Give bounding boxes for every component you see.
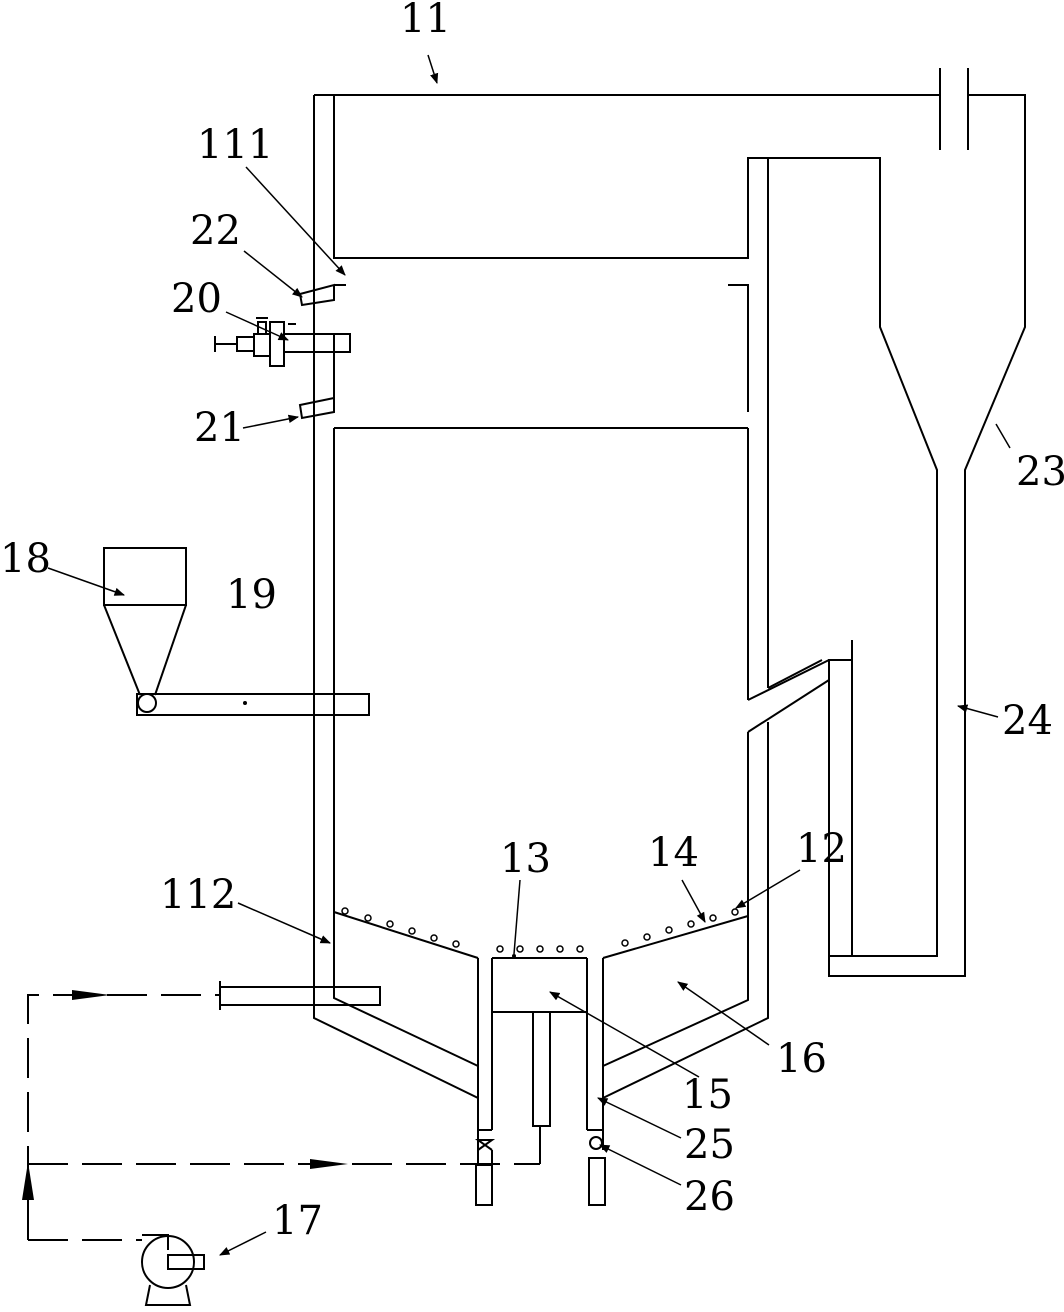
screw-feeder bbox=[136, 693, 370, 716]
label-18: 18 bbox=[0, 536, 51, 582]
label-16: 16 bbox=[776, 1036, 827, 1082]
label-14: 14 bbox=[648, 830, 699, 876]
blower bbox=[141, 1234, 205, 1306]
feed-hopper bbox=[103, 547, 187, 713]
leader-lines bbox=[47, 54, 1011, 1256]
cyclone bbox=[747, 659, 853, 956]
label-26: 26 bbox=[684, 1174, 735, 1220]
central-chamber bbox=[492, 1011, 587, 1164]
left-discharge bbox=[474, 1129, 496, 1206]
right-discharge bbox=[587, 1129, 606, 1206]
flow-arrows bbox=[22, 990, 348, 1200]
label-21: 21 bbox=[194, 405, 245, 451]
inner-baffle bbox=[334, 284, 748, 429]
label-17: 17 bbox=[272, 1198, 323, 1244]
label-25: 25 bbox=[684, 1122, 735, 1168]
label-111: 111 bbox=[197, 122, 273, 168]
reactor-vessel bbox=[313, 94, 938, 1150]
label-13: 13 bbox=[500, 836, 551, 882]
label-12: 12 bbox=[796, 826, 847, 872]
label-20: 20 bbox=[171, 276, 222, 322]
label-24: 24 bbox=[1002, 698, 1053, 744]
leader-13 bbox=[513, 879, 521, 955]
callout-labels: 11 111 22 20 21 18 19 23 24 13 14 12 112… bbox=[0, 0, 1064, 1244]
burner-gun bbox=[214, 317, 351, 367]
nozzle-22 bbox=[298, 283, 335, 307]
recycle-lines bbox=[27, 994, 540, 1241]
top-duct bbox=[334, 68, 1026, 977]
air-inlet-pipe bbox=[219, 981, 381, 1010]
label-15: 15 bbox=[682, 1072, 733, 1118]
label-112: 112 bbox=[160, 872, 236, 918]
label-19: 19 bbox=[226, 572, 277, 618]
label-23: 23 bbox=[1016, 449, 1064, 495]
leader-dots bbox=[243, 701, 516, 958]
nozzle-21 bbox=[298, 396, 335, 420]
label-22: 22 bbox=[190, 208, 241, 254]
distributor-plate bbox=[333, 911, 749, 1130]
label-11: 11 bbox=[400, 0, 451, 42]
nozzle-markers bbox=[341, 907, 739, 953]
